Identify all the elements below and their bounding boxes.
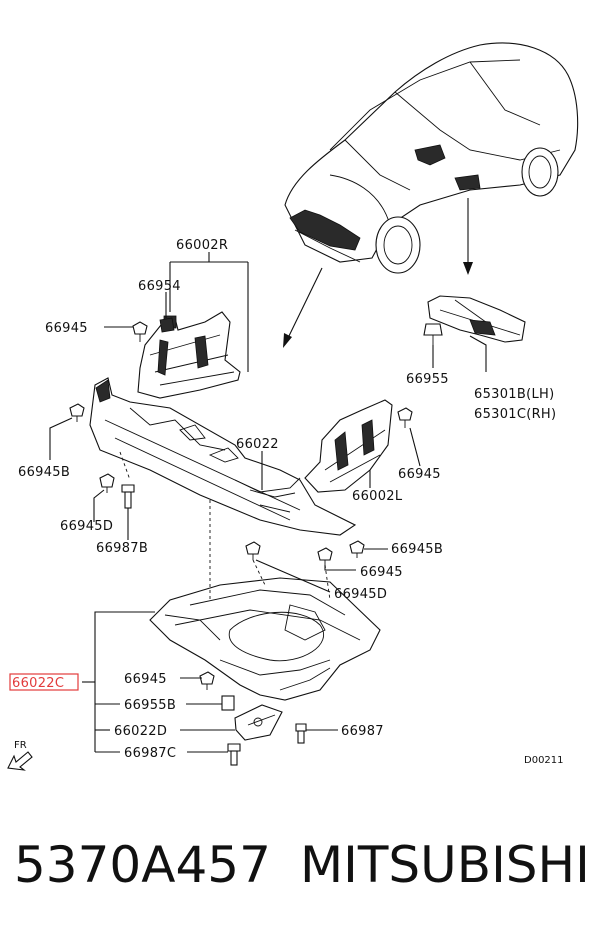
highlight-66022C bbox=[9, 673, 79, 691]
clip-66945-d bbox=[199, 671, 215, 690]
label-66945D-b: 66945D bbox=[334, 587, 387, 602]
label-66945-c: 66945 bbox=[360, 565, 403, 580]
brand-name: MITSUBISHI bbox=[300, 836, 590, 894]
part-66022C bbox=[149, 577, 381, 701]
label-65301B: 65301B(LH) bbox=[474, 387, 554, 402]
clip-66945D-a bbox=[99, 473, 115, 493]
clip-66955-top bbox=[423, 323, 443, 345]
clip-66954 bbox=[159, 317, 175, 333]
fr-label: FR bbox=[14, 740, 27, 751]
label-66987B: 66987B bbox=[96, 541, 148, 556]
label-66945B-b: 66945B bbox=[391, 542, 443, 557]
label-66945-a: 66945 bbox=[45, 321, 88, 336]
label-66945-b: 66945 bbox=[398, 467, 441, 482]
pointer-arrows bbox=[283, 198, 473, 348]
label-66955B: 66955B bbox=[124, 698, 176, 713]
parts-diagram: 66002R 66954 66945 66945B 66022 66945D 6… bbox=[7, 42, 579, 771]
label-66022C: 66022C bbox=[12, 676, 64, 691]
bolt-66987C bbox=[227, 743, 241, 766]
diagram-code: D00211 bbox=[524, 755, 564, 766]
part-number: 5370A457 bbox=[14, 836, 271, 894]
assembly-lines bbox=[119, 451, 331, 601]
label-66002R: 66002R bbox=[176, 238, 228, 253]
part-65301 bbox=[427, 295, 526, 343]
clip-66945B-a bbox=[69, 403, 85, 422]
label-66987: 66987 bbox=[341, 724, 384, 739]
clip-66945-a bbox=[132, 321, 148, 342]
part-66022 bbox=[89, 377, 357, 536]
clip-66945-c bbox=[317, 547, 333, 565]
label-66945B-a: 66945B bbox=[18, 465, 70, 480]
label-66987C: 66987C bbox=[124, 746, 176, 761]
label-66954: 66954 bbox=[138, 279, 181, 294]
fasteners bbox=[69, 317, 443, 766]
part-66002R bbox=[137, 311, 241, 399]
label-66945-d: 66945 bbox=[124, 672, 167, 687]
footer: 5370A457 MITSUBISHI bbox=[0, 835, 600, 905]
label-66002L: 66002L bbox=[352, 489, 403, 504]
part-66955B bbox=[221, 695, 235, 711]
bolt-66987 bbox=[295, 723, 307, 744]
part-labels: 66002R 66954 66945 66945B 66022 66945D 6… bbox=[9, 238, 556, 761]
front-direction-indicator: FR bbox=[7, 740, 33, 771]
front-arrow-icon bbox=[7, 751, 33, 771]
part-66002L bbox=[304, 399, 393, 493]
clip-66945B-b bbox=[349, 540, 365, 558]
part-66022D bbox=[234, 704, 283, 741]
label-66022: 66022 bbox=[236, 437, 279, 452]
label-66022D: 66022D bbox=[114, 724, 167, 739]
label-65301C: 65301C(RH) bbox=[474, 407, 556, 422]
bolt-66987B bbox=[121, 484, 135, 509]
car-illustration bbox=[284, 42, 579, 274]
label-66955-top: 66955 bbox=[406, 372, 449, 387]
leader-lines bbox=[49, 252, 487, 753]
clip-66945D-b bbox=[245, 541, 261, 560]
clip-66945-b bbox=[397, 407, 413, 428]
label-66945D-a: 66945D bbox=[60, 519, 113, 534]
